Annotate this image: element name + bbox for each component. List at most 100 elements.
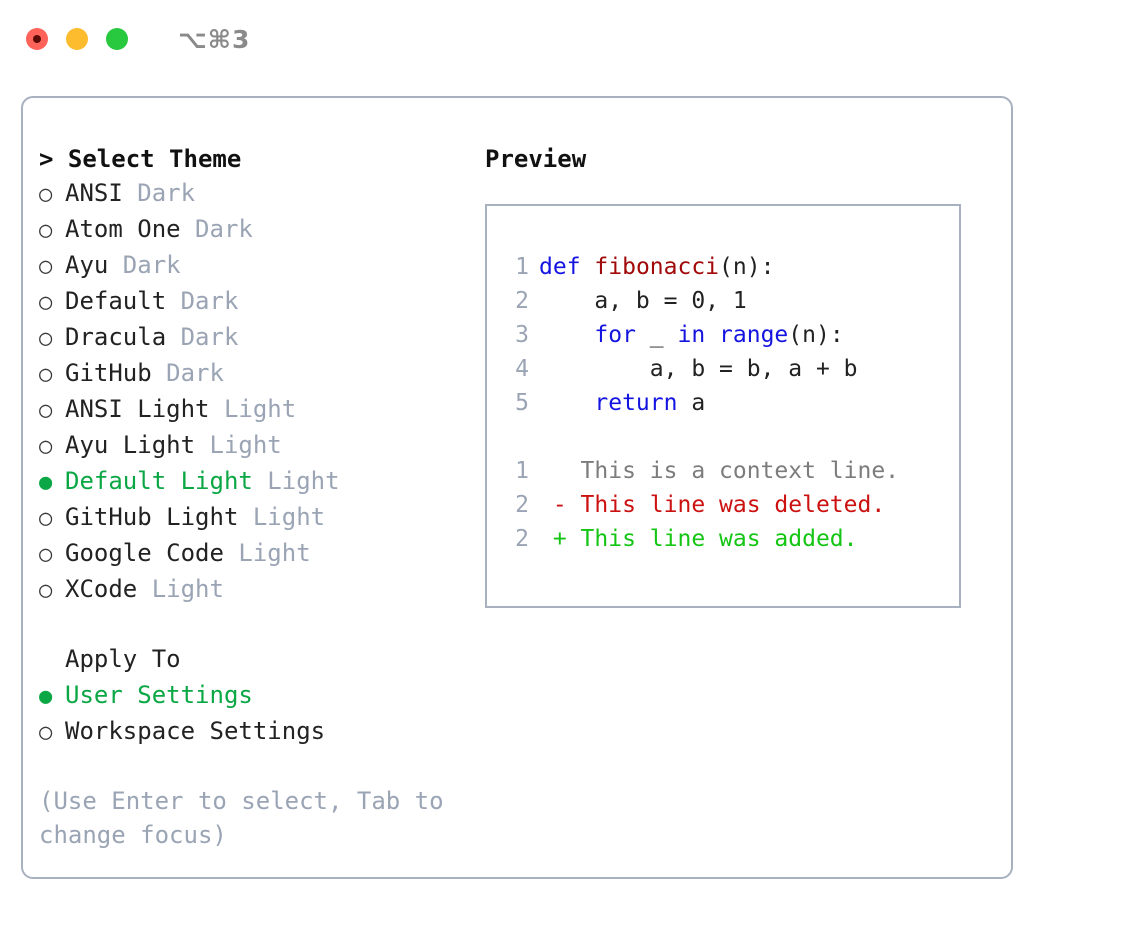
apply-to-list[interactable]: ● User Settings ○ Workspace Settings: [39, 678, 485, 750]
theme-item-variant: Light: [137, 575, 224, 603]
code-line: 2 a, b = 0, 1: [505, 284, 959, 318]
apply-to-bullet-spacer: ○: [39, 644, 65, 678]
minimize-button[interactable]: [66, 28, 88, 50]
preview-title: Preview: [485, 145, 587, 173]
apply-to-item-workspace-settings[interactable]: ○ Workspace Settings: [39, 714, 485, 750]
theme-item-variant: Dark: [180, 215, 253, 243]
theme-item-label: GitHub Light: [65, 503, 239, 531]
diff-line-text: This is a context line.: [539, 458, 900, 484]
line-number: 1: [515, 458, 529, 484]
radio-unselected-icon[interactable]: ○: [39, 326, 53, 351]
code-token-kw: for: [594, 322, 636, 348]
theme-item-google-code[interactable]: ○ Google Code Light: [39, 536, 485, 572]
theme-item-label: Default: [65, 287, 167, 315]
code-token-code: a, b = 0, 1: [539, 288, 747, 314]
code-line: 5 return a: [505, 386, 959, 420]
diff-line-ctx: 1 This is a context line.: [505, 454, 959, 488]
theme-item-label: ANSI Light: [65, 395, 210, 423]
diff-line-add: 2 + This line was added.: [505, 522, 959, 556]
line-number: 2: [515, 288, 529, 314]
diff-sample: 1 This is a context line.2 - This line w…: [505, 454, 959, 556]
theme-item-variant: Light: [238, 503, 326, 531]
theme-list[interactable]: ○ANSI Dark○Atom One Dark○Ayu Dark○Defaul…: [39, 176, 485, 608]
theme-item-ansi-light[interactable]: ○ ANSI Light Light: [39, 392, 485, 428]
code-line-text: a, b = 0, 1: [539, 284, 747, 318]
theme-item-ayu-light[interactable]: ○Ayu Light Light: [39, 428, 485, 464]
code-token-kw: def: [539, 254, 581, 280]
radio-unselected-icon[interactable]: ○: [39, 506, 53, 531]
diff-line-del: 2 - This line was deleted.: [505, 488, 959, 522]
zoom-button[interactable]: [106, 28, 128, 50]
code-diff-separator: [505, 420, 959, 454]
theme-item-variant: Light: [223, 539, 311, 567]
line-number: 2: [515, 492, 529, 518]
code-token-code: (n):: [788, 322, 844, 348]
radio-unselected-icon[interactable]: ○: [39, 542, 53, 567]
line-number: 5: [515, 390, 529, 416]
radio-unselected-icon[interactable]: ○: [39, 434, 53, 459]
theme-item-atom-one[interactable]: ○Atom One Dark: [39, 212, 485, 248]
radio-unselected-icon[interactable]: ○: [39, 182, 53, 207]
code-token-kw: range: [719, 322, 789, 348]
theme-item-label: Google Code: [65, 539, 224, 567]
theme-item-variant: Light: [195, 431, 282, 459]
diff-line-text: + This line was added.: [539, 526, 858, 552]
theme-item-github-light[interactable]: ○ GitHub Light Light: [39, 500, 485, 536]
theme-item-variant: Dark: [166, 323, 239, 351]
title-bar: ⌥⌘3: [0, 0, 1140, 78]
apply-to-item-label: Workspace Settings: [65, 717, 326, 745]
theme-item-variant: Light: [209, 395, 297, 423]
code-token-code: [539, 322, 594, 348]
traffic-lights: [26, 28, 128, 50]
close-button[interactable]: [26, 28, 48, 50]
code-token-kw: return: [594, 390, 678, 416]
code-line-text: a, b = b, a + b: [539, 352, 858, 386]
shortcut-label: ⌥⌘3: [178, 24, 251, 54]
code-token-code: [539, 390, 594, 416]
keyboard-hint: (Use Enter to select, Tab to change focu…: [39, 787, 459, 849]
radio-unselected-icon[interactable]: ○: [39, 218, 53, 243]
line-number: 3: [515, 322, 529, 348]
theme-item-variant: Dark: [108, 251, 181, 279]
radio-unselected-icon[interactable]: ○: [39, 398, 53, 423]
radio-unselected-icon[interactable]: ○: [39, 362, 53, 387]
radio-unselected-icon[interactable]: ○: [39, 254, 53, 279]
code-sample: 1 def fibonacci (n): 2 a, b = 0, 1 3 for _ i…: [505, 250, 959, 420]
theme-item-ayu[interactable]: ○Ayu Dark: [39, 248, 485, 284]
apply-to-header-row: ○ Apply To: [39, 642, 485, 678]
theme-item-label: GitHub: [65, 359, 152, 387]
radio-unselected-icon[interactable]: ○: [39, 720, 53, 745]
code-token-code: a, b = b, a + b: [539, 356, 858, 382]
radio-unselected-icon[interactable]: ○: [39, 290, 53, 315]
radio-selected-icon[interactable]: ●: [39, 684, 53, 709]
code-token-code: _: [635, 322, 678, 348]
diff-line-text: - This line was deleted.: [539, 492, 886, 518]
theme-item-default[interactable]: ○ Default Dark: [39, 284, 485, 320]
theme-item-label: Dracula: [65, 323, 167, 351]
theme-selector-column: > Select Theme ○ANSI Dark○Atom One Dark○…: [23, 142, 485, 852]
theme-item-dracula[interactable]: ○ Dracula Dark: [39, 320, 485, 356]
code-token-fn: fibonacci: [594, 254, 720, 280]
theme-item-xcode[interactable]: ○XCode Light: [39, 572, 485, 608]
theme-item-default-light[interactable]: ●Default Light Light: [39, 464, 485, 500]
theme-item-label: ANSI: [65, 179, 123, 207]
radio-selected-icon[interactable]: ●: [39, 470, 53, 495]
code-token-code: [705, 322, 719, 348]
theme-item-ansi[interactable]: ○ANSI Dark: [39, 176, 485, 212]
theme-item-variant: Dark: [166, 287, 239, 315]
line-number: 1: [515, 254, 529, 280]
apply-to-item-label: User Settings: [65, 681, 253, 709]
code-line-text: for _ in range(n):: [539, 318, 844, 352]
apply-to-header: Apply To: [65, 645, 181, 673]
radio-unselected-icon[interactable]: ○: [39, 578, 53, 603]
code-line: 4 a, b = b, a + b: [505, 352, 959, 386]
theme-item-variant: Dark: [151, 359, 224, 387]
preview-box: 1 def fibonacci (n): 2 a, b = 0, 1 3 for _ i…: [485, 204, 961, 608]
main-panel: > Select Theme ○ANSI Dark○Atom One Dark○…: [21, 96, 1013, 879]
line-number: 2: [515, 526, 529, 552]
theme-item-github[interactable]: ○ GitHub Dark: [39, 356, 485, 392]
apply-to-item-user-settings[interactable]: ● User Settings: [39, 678, 485, 714]
select-theme-header: > Select Theme: [39, 145, 242, 173]
